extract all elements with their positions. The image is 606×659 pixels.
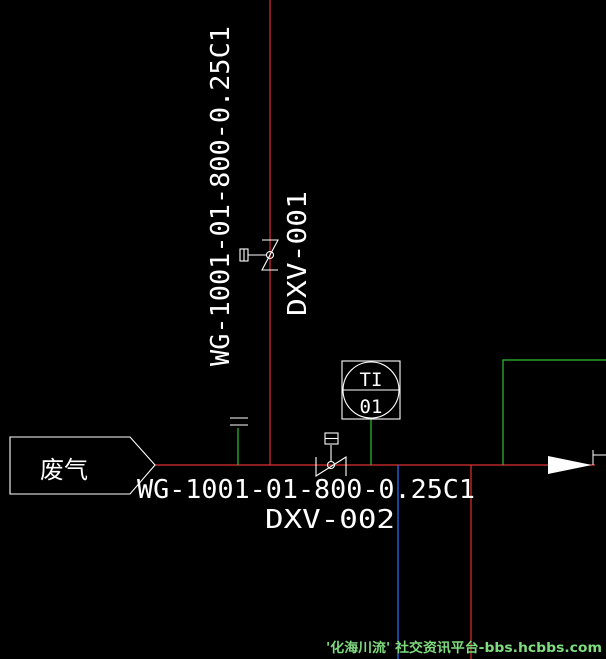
vertical-valve-tag: DXV-001 (283, 191, 313, 316)
source-arrow-box (9, 436, 156, 495)
vertical-line-number: WG-1001-01-800-0.25C1 (206, 26, 236, 366)
horizontal-line-number: WG-1001-01-800-0.25C1 (137, 475, 475, 505)
source-label: 废气 (40, 456, 88, 484)
instrument-number: 01 (360, 396, 383, 418)
instrument-function: TI (360, 369, 383, 391)
valve-dxv-001-icon (239, 239, 279, 271)
instrument-ti-01: TI 01 (341, 360, 401, 420)
watermark: '化海川流' 社交资讯平台-bbs.hcbbs.com (326, 640, 602, 656)
flow-arrow-icon (548, 456, 592, 474)
horizontal-valve-tag: DXV-002 (265, 505, 395, 535)
valve-dxv-002-icon (315, 432, 347, 477)
signal-line (502, 359, 606, 465)
